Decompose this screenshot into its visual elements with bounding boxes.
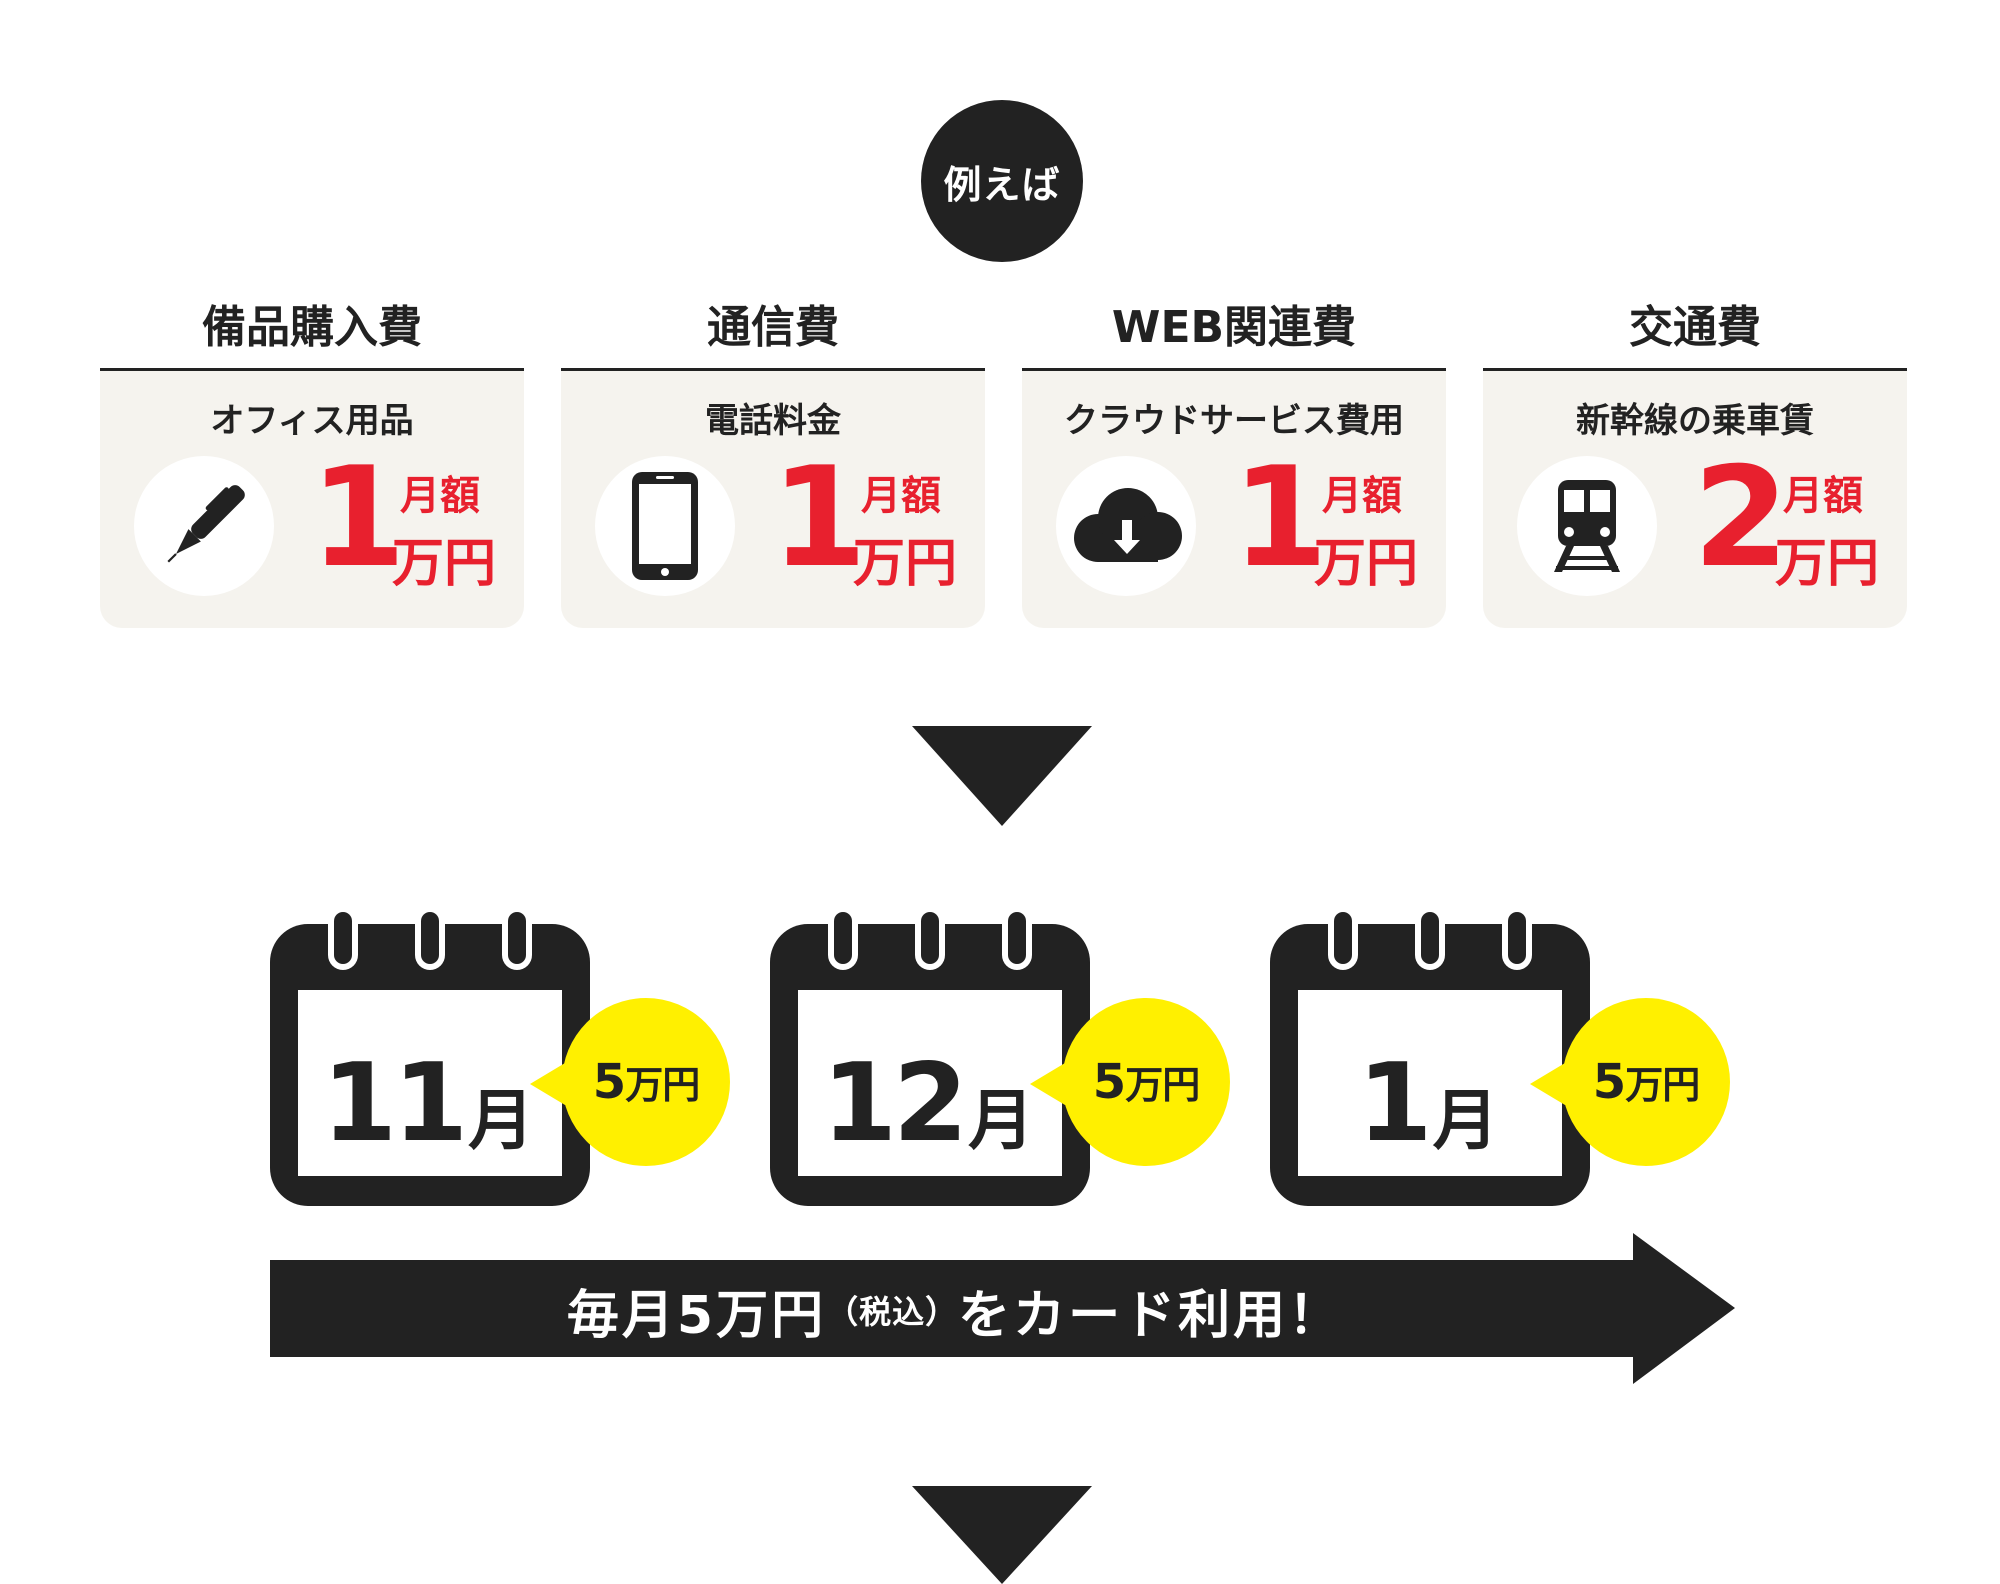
category-card-transport: 交通費 新幹線の乗車賃 2 月額 万円 [1483,298,1907,628]
category-card-communication: 通信費 電話料金 1 月額 万円 [561,298,985,628]
bubble-amount: 5万円 [592,1054,700,1110]
calendar-january: 1 月 [1270,906,1590,1206]
banner-text: 毎月5万円 （税込） をカード利用！ [270,1260,1640,1360]
banner-tax-note: （税込） [826,1293,959,1331]
price-unit: 万円 [1775,534,1880,594]
category-item: 電話料金 [705,401,841,441]
calendar-month-suffix: 月 [1432,1082,1499,1159]
bubble-amount: 5万円 [1592,1054,1700,1110]
category-body: オフィス用品 1 月額 万円 [100,371,524,628]
category-body: 新幹線の乗車賃 2 月額 万円 [1483,371,1907,628]
monthly-amount-bubble: 5万円 [562,998,730,1166]
icon-circle [1056,456,1196,596]
monthly-amount-bubble: 5万円 [1562,998,1730,1166]
price-unit: 万円 [392,534,497,594]
timeline-arrow [270,1233,1735,1384]
price-month-label: 月額 [861,473,941,519]
price-amount: 2 [1693,437,1790,598]
bubble-amount: 5万円 [1092,1054,1200,1110]
calendar-december: 12 月 [770,906,1090,1206]
category-card-web: WEB関連費 クラウドサービス費用 1 月額 万円 [1022,298,1446,628]
example-badge: 例えば [921,100,1083,262]
category-title: 通信費 [561,298,985,371]
category-item: クラウドサービス費用 [1064,401,1404,441]
price-month-label: 月額 [1783,473,1863,519]
calendar-november: 11 月 [270,906,590,1206]
down-arrow-icon [912,726,1092,826]
train-icon [1554,480,1620,572]
price-month-label: 月額 [1322,473,1402,519]
price-amount: 1 [1232,437,1329,598]
category-item: オフィス用品 [210,401,414,441]
icon-circle [1517,456,1657,596]
price-unit: 万円 [1314,534,1419,594]
calendar-icon [770,906,1090,1206]
calendar-icon [270,906,590,1206]
price-amount: 1 [771,437,868,598]
icon-circle [595,456,735,596]
down-arrow-icon [912,1486,1092,1584]
category-body: クラウドサービス費用 1 月額 万円 [1022,371,1446,628]
category-card-supplies: 備品購入費 オフィス用品 1 月額 万円 [100,298,524,628]
category-body: 電話料金 1 月額 万円 [561,371,985,628]
price-unit: 万円 [853,534,958,594]
category-title: 備品購入費 [100,298,524,371]
calendar-month-number: 1 [1357,1041,1432,1166]
calendar-icon [1270,906,1590,1206]
smartphone-icon [632,472,698,580]
calendar-month-suffix: 月 [968,1082,1035,1159]
calendar-month-number: 11 [321,1041,468,1166]
calendar-month-number: 12 [821,1041,968,1166]
category-title: WEB関連費 [1022,298,1446,371]
icon-circle [134,456,274,596]
cloud-download-icon [1074,488,1182,562]
price-amount: 1 [310,437,407,598]
banner-main: 毎月5万円 [566,1285,827,1346]
calendar-month-label: 11 月 [298,1006,558,1168]
price-month-label: 月額 [400,473,480,519]
calendar-month-suffix: 月 [468,1082,535,1159]
category-item: 新幹線の乗車賃 [1576,401,1814,441]
monthly-amount-bubble: 5万円 [1062,998,1230,1166]
category-title: 交通費 [1483,298,1907,371]
calendar-month-label: 12 月 [798,1006,1058,1168]
pen-icon [167,485,245,563]
calendar-month-label: 1 月 [1298,1006,1558,1168]
banner-tail: をカード利用！ [958,1285,1344,1346]
